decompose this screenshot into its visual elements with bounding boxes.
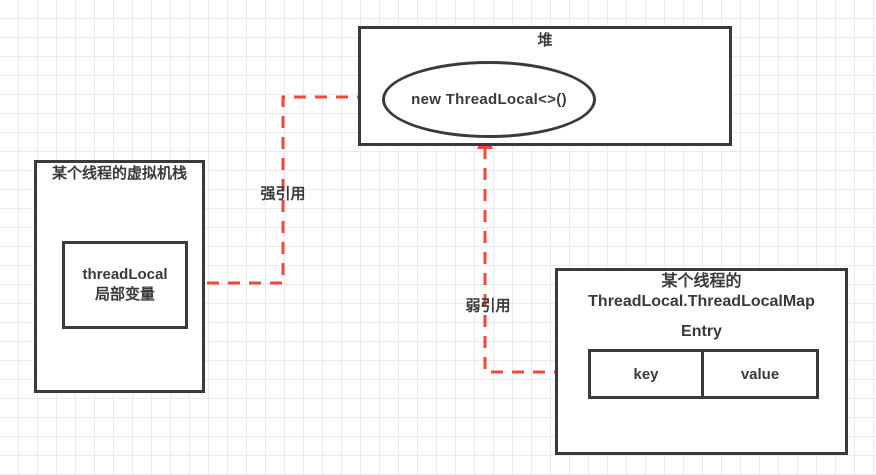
strong-reference-label: 强引用: [260, 185, 306, 203]
entry-key-cell: key: [591, 352, 704, 396]
threadlocal-variable-box: threadLocal 局部变量: [62, 241, 188, 329]
entry-table: key value: [588, 349, 819, 399]
threadlocalmap-title-line2: ThreadLocal.ThreadLocalMap: [588, 293, 815, 310]
threadlocal-object-ellipse: new ThreadLocal<>(): [382, 61, 596, 138]
heap-box: 堆 new ThreadLocal<>(): [358, 26, 732, 146]
threadlocalmap-title-line1: 某个线程的: [661, 273, 742, 290]
vm-stack-title: 某个线程的虚拟机栈: [51, 165, 187, 182]
threadlocalmap-box: 某个线程的 ThreadLocal.ThreadLocalMap Entry k…: [555, 268, 848, 455]
weak-reference-label: 弱引用: [465, 297, 511, 315]
heap-title: 堆: [537, 32, 553, 49]
vm-stack-box: 某个线程的虚拟机栈 threadLocal 局部变量: [34, 160, 205, 393]
threadlocal-object-label: new ThreadLocal<>(): [411, 91, 567, 108]
entry-value-cell: value: [740, 365, 780, 383]
threadlocal-variable-name: threadLocal: [82, 266, 168, 283]
entry-label: Entry: [681, 323, 722, 340]
threadlocal-variable-desc: 局部变量: [94, 286, 155, 303]
